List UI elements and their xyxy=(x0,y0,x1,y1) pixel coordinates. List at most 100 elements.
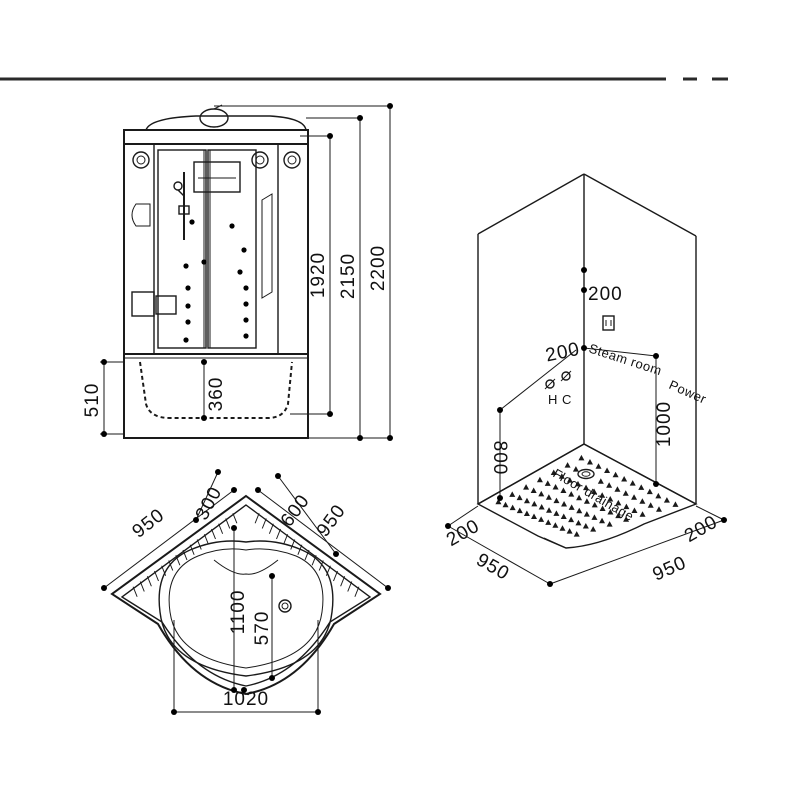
drainage-triangle xyxy=(655,492,662,499)
drainage-triangle xyxy=(623,503,630,510)
drainage-triangle xyxy=(538,504,545,510)
drainage-triangle xyxy=(638,484,645,490)
wall-hatching xyxy=(132,513,360,597)
drainage-triangle xyxy=(622,490,629,496)
drainage-triangle xyxy=(576,507,583,514)
drainage-triangle xyxy=(544,480,551,486)
drainage-triangle xyxy=(646,488,653,495)
drainage-triangle xyxy=(639,511,646,517)
drainage-triangle xyxy=(583,511,590,517)
water-inlet-icon xyxy=(544,378,556,390)
tray-basin xyxy=(158,540,334,677)
drainage-triangle xyxy=(583,484,590,491)
drainage-triangle xyxy=(536,476,543,483)
dim-width: 1020 xyxy=(223,689,269,710)
wall-hatch-line xyxy=(232,513,238,524)
drainage-triangle xyxy=(538,516,545,522)
drainage-triangle xyxy=(502,501,509,508)
drainage-triangle xyxy=(560,513,567,520)
drainage-triangle xyxy=(599,492,606,498)
drainage-triangle xyxy=(595,463,602,469)
drainage-triangle xyxy=(586,459,593,465)
lamp-icon xyxy=(132,151,150,169)
drainage-triangle xyxy=(523,510,530,517)
drainage-triangle xyxy=(545,519,552,525)
wall-hatch-line xyxy=(283,534,289,545)
wall-hatch-line xyxy=(333,570,338,582)
dim-tray-height: 510 xyxy=(82,383,103,418)
drainage-triangle xyxy=(564,462,571,468)
drainage-triangle xyxy=(538,490,545,497)
door-right xyxy=(207,149,257,349)
power-socket-icon xyxy=(602,315,615,331)
plan-view: 950 300 600 950 1100 570 1020 xyxy=(101,469,391,715)
drainage-triangle xyxy=(530,487,537,493)
wall-hatch-line xyxy=(311,555,317,566)
drainage-triangle xyxy=(606,521,613,527)
drainage-triangle xyxy=(614,486,621,492)
side-panel xyxy=(261,193,273,299)
drainage-triangle xyxy=(516,507,523,514)
drainage-triangle xyxy=(573,531,580,537)
isometric-installation-view: 200 200 Steam room Power H C 1000 800 Fl… xyxy=(443,173,727,587)
drainage-triangle xyxy=(574,480,581,487)
label-steam-room: Steam room xyxy=(587,341,664,379)
tray-outline xyxy=(110,494,382,696)
drainage-triangle xyxy=(523,484,530,490)
iso-dimension-lines xyxy=(445,267,727,587)
drainage-triangle xyxy=(550,469,557,475)
drainage-triangle xyxy=(612,471,619,478)
wall-hatch-line xyxy=(139,581,145,592)
drainage-triangle xyxy=(559,525,566,531)
floor-drainage-pattern xyxy=(495,454,679,537)
dim-offset-600: 600 xyxy=(277,491,314,531)
control-panel xyxy=(193,161,241,193)
dim-left-height: 800 xyxy=(489,441,510,476)
wall-hatch-line xyxy=(154,570,159,582)
drainage-triangle xyxy=(568,504,575,510)
drainage-triangle xyxy=(531,500,538,507)
drainage-triangle xyxy=(615,512,622,519)
dim-side-left: 950 xyxy=(128,505,168,543)
drainage-triangle xyxy=(531,513,538,519)
dim-total-height: 2200 xyxy=(368,245,389,291)
drainage-triangle xyxy=(599,517,606,524)
drainage-triangle xyxy=(583,498,590,504)
drainage-triangle xyxy=(631,507,638,513)
wall-hatch-line xyxy=(146,576,152,587)
wall-hatch-line xyxy=(268,523,274,534)
wall-hatch-line xyxy=(175,555,181,566)
drainage-triangle xyxy=(629,480,636,486)
dim-tub-depth: 360 xyxy=(206,377,227,412)
wall-hatch-line xyxy=(211,528,216,540)
dim-offset-300: 300 xyxy=(192,483,227,523)
front-view: 2200 2150 1920 510 360 xyxy=(82,103,393,441)
dim-right-offset: 200 xyxy=(681,511,722,547)
wall-hatch-line xyxy=(218,523,224,534)
dim-right-side: 950 xyxy=(650,552,690,585)
wall-hatch-line xyxy=(354,586,360,597)
drainage-triangle xyxy=(568,491,575,497)
drainage-triangle xyxy=(578,454,585,461)
drainage-triangle xyxy=(591,501,598,508)
top-panel xyxy=(123,129,309,145)
drainage-triangle xyxy=(560,487,567,494)
drainage-triangle xyxy=(604,467,611,474)
wall-hatch-line xyxy=(276,528,281,540)
drainage-triangle xyxy=(552,483,559,490)
dim-depth: 1100 xyxy=(228,590,249,635)
wall-hatch-line xyxy=(132,586,138,597)
drainage-triangle xyxy=(566,528,573,534)
dim-right-height: 1000 xyxy=(654,401,675,447)
wall-hatch-line xyxy=(340,576,346,587)
drainage-triangle xyxy=(561,500,568,507)
label-hot-cold: H C xyxy=(548,392,572,407)
drainage-triangle xyxy=(566,477,573,483)
drainage-triangle xyxy=(568,516,575,523)
wall-hatch-line xyxy=(182,549,188,561)
plan-dimension-lines xyxy=(101,469,391,715)
door-left xyxy=(157,149,207,349)
drainage-triangle xyxy=(606,482,613,488)
dim-left-offset: 200 xyxy=(443,515,484,551)
